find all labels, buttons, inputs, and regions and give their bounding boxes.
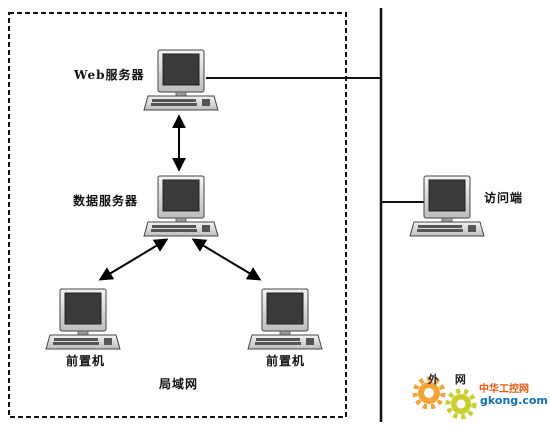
web-server-label: Web服务器 bbox=[74, 68, 145, 82]
watermark-en: gkong.com bbox=[480, 394, 548, 407]
gear-icon bbox=[412, 376, 446, 410]
computer-icon bbox=[143, 49, 219, 111]
data-server-label: 数据服务器 bbox=[73, 194, 139, 208]
front-left-label: 前置机 bbox=[66, 354, 106, 368]
computer-icon bbox=[143, 175, 219, 237]
watermark-cn: 中华工控网 bbox=[479, 384, 529, 395]
computer-icon bbox=[247, 288, 323, 350]
lan-label: 局域网 bbox=[159, 377, 199, 391]
wan-label: 外 网 bbox=[428, 373, 472, 386]
lan-boundary bbox=[8, 12, 347, 418]
computer-icon bbox=[409, 175, 485, 237]
front-right-label: 前置机 bbox=[266, 354, 306, 368]
gear-icon bbox=[445, 388, 477, 420]
data-right-arrow bbox=[191, 238, 262, 281]
data-left-arrow bbox=[98, 238, 169, 281]
computer-icon bbox=[45, 288, 121, 350]
client-label: 访问端 bbox=[484, 191, 524, 205]
